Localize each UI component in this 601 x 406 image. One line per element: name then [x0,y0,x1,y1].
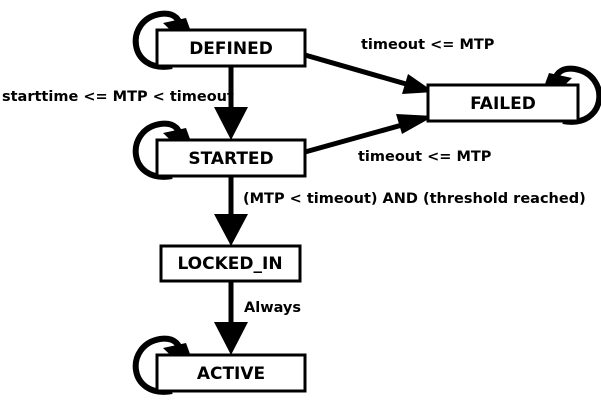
transition-locked-in-to-active-arrowhead [214,322,248,355]
state-box-failed[interactable] [426,83,580,123]
state-box-locked-in[interactable] [159,244,302,283]
state-label-failed: FAILED [470,94,536,114]
edge-label-defined-to-started: starttime <= MTP < timeout [2,89,234,105]
transition-started-to-failed [304,114,434,155]
transition-defined-to-failed-line [304,52,421,91]
state-node-failed[interactable]: FAILED [426,83,580,123]
transition-locked-in-to-active [214,281,248,355]
state-node-started[interactable]: STARTED [155,138,307,178]
state-node-defined[interactable]: DEFINED [155,28,307,68]
state-label-defined: DEFINED [189,39,273,59]
edge-label-started-to-locked-in: (MTP < timeout) AND (threshold reached) [243,191,586,207]
transition-defined-to-started [214,66,248,140]
state-node-locked-in[interactable]: LOCKED_IN [159,244,302,283]
state-label-active: ACTIVE [197,364,265,384]
state-box-active[interactable] [155,353,307,393]
state-label-locked-in: LOCKED_IN [177,254,282,274]
edge-label-started-to-failed: timeout <= MTP [358,149,492,165]
transition-started-to-locked-in [214,176,248,246]
state-label-started: STARTED [188,149,273,169]
transition-defined-to-started-arrowhead [214,107,248,140]
state-box-started[interactable] [155,138,307,178]
edge-label-locked-in-to-active: Always [244,300,301,316]
transition-started-to-locked-in-arrowhead [214,214,248,246]
state-node-active[interactable]: ACTIVE [155,353,307,393]
transition-defined-to-failed [304,52,434,94]
edge-label-defined-to-failed: timeout <= MTP [361,37,495,53]
transition-started-to-failed-arrowhead [396,114,434,134]
state-box-defined[interactable] [155,28,307,68]
transition-defined-to-failed-arrowhead [402,74,434,94]
